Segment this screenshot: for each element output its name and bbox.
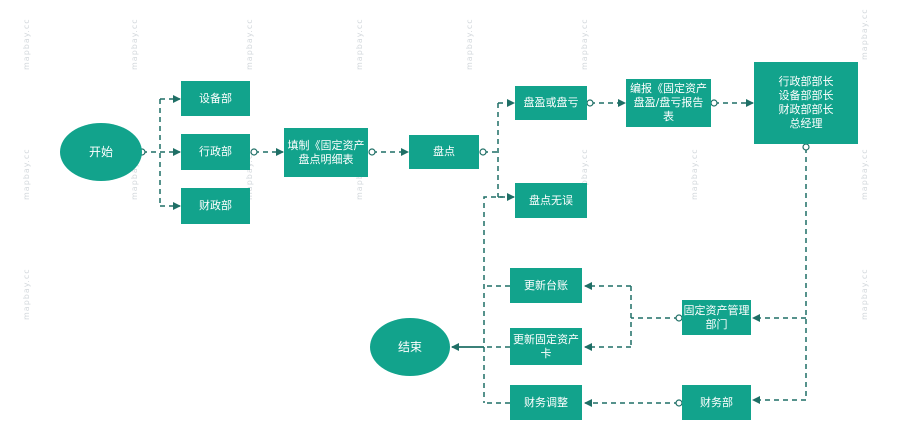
admin-dept-node: 行政部 [181,134,250,170]
asset-mgmt-node: 固定资产管理 部门 [682,300,751,335]
watermark: mapbay.cc [860,268,869,320]
watermark: mapbay.cc [130,18,139,70]
surplus-loss-node: 盘盈或盘亏 [515,86,587,120]
equipment-dept-node: 设备部 [181,81,250,116]
watermark: mapbay.cc [355,18,364,70]
compile-report-node: 编报《固定资产 盘盈/盘亏报告 表 [626,79,711,127]
watermark: mapbay.cc [860,148,869,200]
port-dot [802,143,810,151]
watermark: mapbay.cc [22,18,31,70]
port-dot [368,148,376,156]
fill-form-node: 填制《固定资产 盘点明细表 [284,128,368,177]
finance-dept-node: 财务部 [682,385,751,420]
managers-node: 行政部部长 设备部部长 财政部部长 总经理 [754,62,858,144]
update-ledger-node: 更新台账 [510,268,582,303]
watermark: mapbay.cc [690,148,699,200]
watermark: mapbay.cc [245,18,254,70]
port-dot [586,99,594,107]
end-node: 结束 [370,318,450,376]
port-dot [710,99,718,107]
watermark: mapbay.cc [465,18,474,70]
update-card-node: 更新固定资产 卡 [510,328,582,365]
port-dot [479,148,487,156]
start-node: 开始 [60,123,142,181]
watermark: mapbay.cc [22,268,31,320]
finance-dept-top-node: 财政部 [181,188,250,224]
inventory-node: 盘点 [409,135,479,169]
finance-adjust-node: 财务调整 [510,385,582,420]
watermark: mapbay.cc [580,18,589,70]
watermark: mapbay.cc [860,8,869,60]
watermark: mapbay.cc [22,148,31,200]
no-error-node: 盘点无误 [515,183,587,218]
